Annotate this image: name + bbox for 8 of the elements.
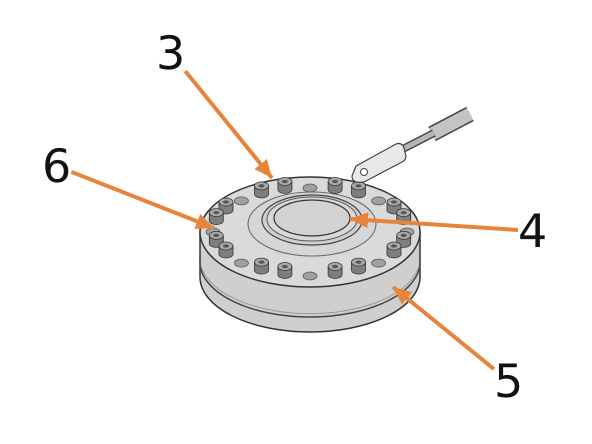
leader-arrow xyxy=(350,212,518,232)
callout-number: 5 xyxy=(494,358,524,404)
callout-number: 3 xyxy=(156,30,186,76)
callout-number: 6 xyxy=(42,143,72,189)
leader-arrow xyxy=(184,70,274,180)
callout-number: 4 xyxy=(518,208,548,254)
leader-arrow xyxy=(392,285,496,371)
leader-arrow xyxy=(70,170,215,230)
